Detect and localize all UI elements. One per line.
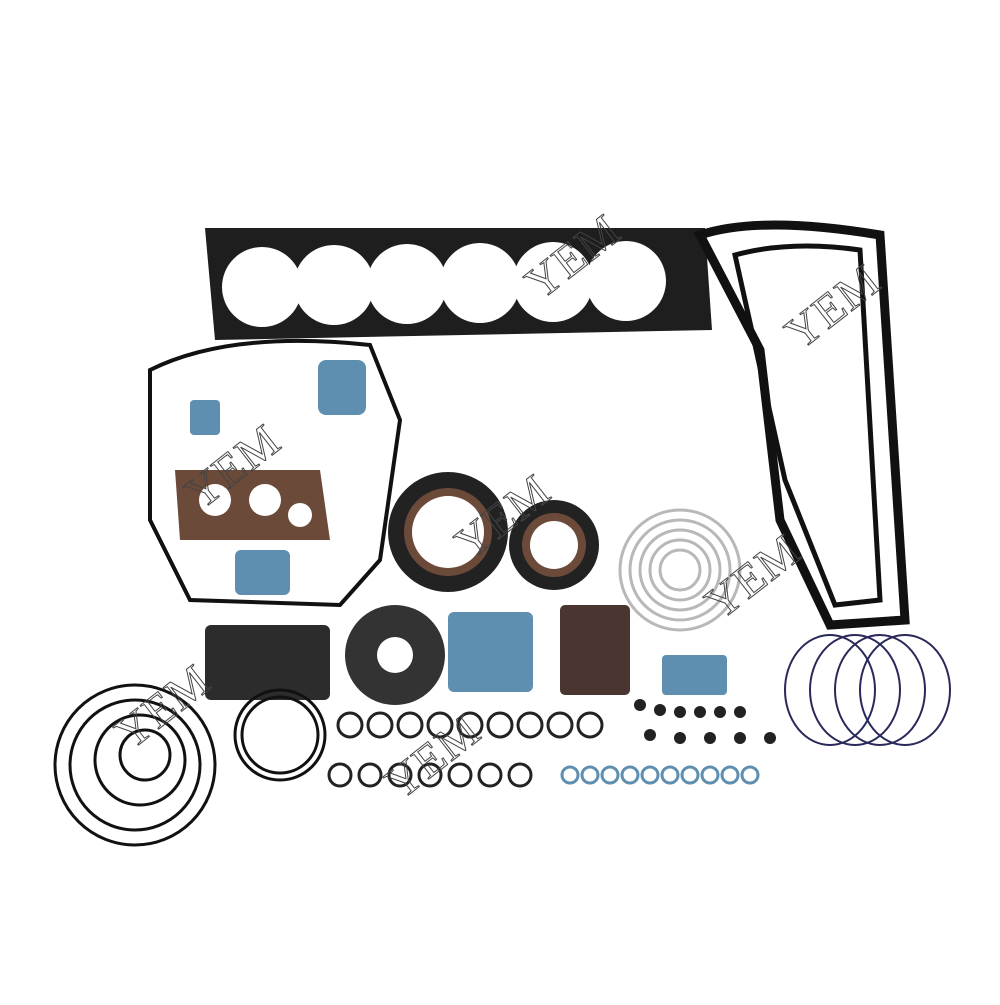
exhaust-gaskets bbox=[205, 625, 330, 700]
large-o-rings bbox=[53, 683, 327, 847]
valve-cover-gasket bbox=[693, 220, 910, 630]
head-gasket bbox=[205, 228, 712, 340]
timing-cover-gasket bbox=[148, 338, 403, 608]
small-seals bbox=[634, 699, 776, 744]
intake-gasket bbox=[560, 605, 630, 695]
small-o-rings bbox=[327, 711, 604, 788]
oil-seals bbox=[388, 472, 599, 592]
brown-gasket bbox=[175, 470, 330, 540]
sealing-wire-coil bbox=[618, 508, 742, 632]
liner-seals bbox=[784, 634, 951, 746]
blue-gaskets bbox=[190, 360, 727, 695]
blue-o-rings bbox=[560, 765, 760, 785]
